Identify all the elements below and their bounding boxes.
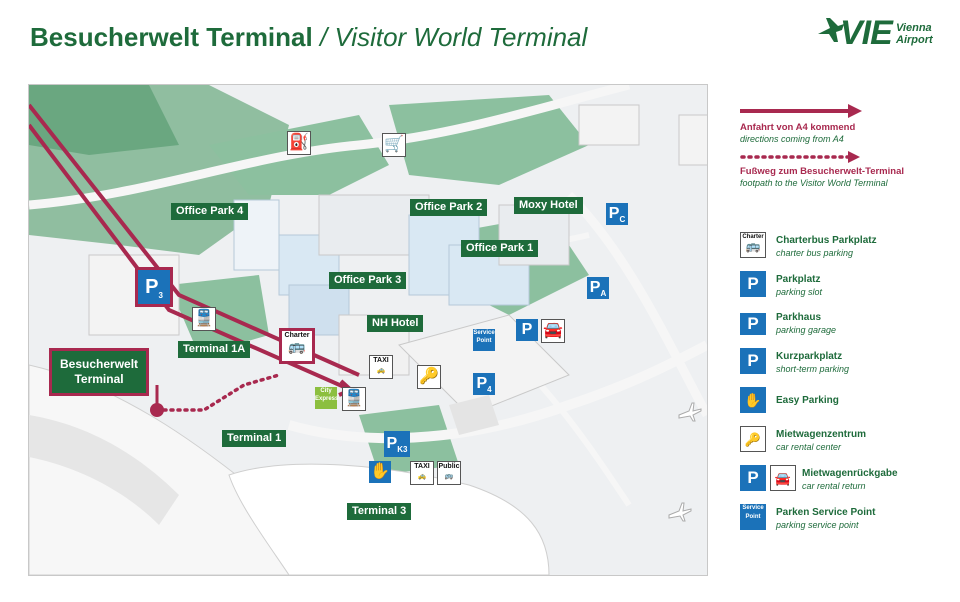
car-rental-return-icon: P [740,465,766,491]
legend-return-en: car rental return [802,481,866,491]
parking-garage-p4-icon[interactable]: P4 [473,373,495,395]
city-express-text: City Express [315,388,339,402]
charter-bus-parking-icon[interactable]: Charter🚌 [279,328,315,364]
legend-parking-de: Parkplatz [776,274,821,285]
public-bus-icon: Public🚌 [437,461,461,485]
short-term-parking-k3-icon[interactable]: PK3 [384,431,410,457]
label-terminal-1a: Terminal 1A [178,341,251,358]
pa-letter: P [589,279,601,296]
legend-rental-en: car rental center [776,442,842,452]
legend-service-en: parking service point [776,520,859,530]
label-moxy-hotel: Moxy Hotel [514,197,583,214]
logo-city: Vienna Airport [896,22,933,46]
legend-charter-de: Charterbus Parkplatz [776,235,877,246]
taxi-text: TAXI [373,357,389,364]
car-rental-center-icon: 🔑 [417,365,441,389]
easy-parking-legend-icon: ✋ [740,387,766,413]
airport-map: Office Park 4 Office Park 2 Moxy Hotel O… [28,84,708,576]
legend-charter-en: charter bus parking [776,248,854,258]
legend-return-de: Mietwagenrückgabe [802,468,898,479]
parking-pc-icon[interactable]: PC [606,203,628,225]
car-rental-return-p-icon[interactable]: P [516,319,538,341]
k3-letter: P [386,435,398,452]
legend-route-en: directions coming from A4 [740,134,844,144]
charter-text: Charter [284,332,310,339]
city-express-train-icon: 🚆 [342,387,366,411]
taxi-stand-text: TAXI [414,463,430,470]
title-separator: / [319,22,328,52]
car-rental-icon: 🔑 [740,426,766,452]
legend-charter-text: Charter [742,234,764,240]
pc-letter: P [608,205,620,222]
label-office-park-2: Office Park 2 [410,199,488,216]
parking-garage-icon: P [740,309,766,335]
car-rental-return-car-icon: 🚘 [541,319,565,343]
legend-easy-de: Easy Parking [776,395,839,406]
shopping-cart-icon: 🛒 [382,133,406,157]
k3-sub: K3 [397,445,408,455]
public-text: Public [438,463,460,470]
parking-icon: P [740,271,766,297]
route-arrow-icon [740,104,862,118]
plane-logo-icon [818,18,844,42]
p4-sub: 4 [487,385,492,395]
fuel-station-icon: ⛽ [287,131,311,155]
pc-sub: C [619,215,626,225]
legend-garage-en: parking garage [776,325,837,335]
short-term-parking-icon: P [740,348,766,374]
legend-garage-de: Parkhaus [776,312,822,323]
parking-pa-icon[interactable]: PA [587,277,609,299]
taxi-icon: TAXI🚕 [369,355,393,379]
service-point-text: Service Point [473,330,495,344]
legend-rental-de: Mietwagenzentrum [776,429,867,440]
city-express-icon: City Express [315,387,339,409]
page-title: Besucherwelt Terminal / Visitor World Te… [30,22,587,53]
taxi-stand-icon: TAXI🚕 [410,461,434,485]
vienna-airport-logo: VIE Vienna Airport [816,14,940,54]
label-visitor-world-terminal[interactable]: Besucherwelt Terminal [49,348,150,396]
parking-garage-p3-icon[interactable]: P3 [135,267,173,307]
parking-service-point-legend-icon: Service Point [740,504,766,530]
p4-letter: P [476,375,488,392]
label-office-park-1: Office Park 1 [461,240,539,257]
easy-parking-icon[interactable]: ✋ [369,461,391,483]
logo-city-line2: Airport [896,34,933,46]
legend-footpath-de: Fußweg zum Besucherwelt-Terminal [740,166,904,177]
legend-short-term-en: short-term parking [776,364,850,374]
title-english: Visitor World Terminal [334,22,588,52]
legend-parking-en: parking slot [776,287,823,297]
label-terminal-3: Terminal 3 [347,503,412,520]
logo-city-line1: Vienna [896,22,932,34]
visitor-world-line1: Besucherwelt [60,357,139,371]
pa-sub: A [600,289,607,299]
label-office-park-4: Office Park 4 [171,203,249,220]
car-rental-return-car-legend-icon: 🚘 [770,465,796,491]
rental-return-letter: P [521,321,533,338]
visitor-world-line2: Terminal [74,372,124,386]
bus-glyph: 🚌 [288,338,306,354]
legend-route-de: Anfahrt von A4 kommend [740,122,856,133]
map-background [29,85,707,575]
label-office-park-3: Office Park 3 [329,272,407,289]
label-nh-hotel: NH Hotel [367,315,424,332]
p3-sub: 3 [158,291,163,300]
legend-footpath-en: footpath to the Visitor World Terminal [740,178,888,188]
parking-service-point-icon[interactable]: Service Point [473,329,495,351]
charter-bus-icon: Charter🚌 [740,232,766,258]
train-icon: 🚆 [192,307,216,331]
p3-letter: P [145,276,159,298]
legend-short-term-de: Kurzparkplatz [776,351,843,362]
title-german: Besucherwelt Terminal [30,22,313,52]
label-terminal-1: Terminal 1 [222,430,287,447]
legend-service-de: Parken Service Point [776,507,876,518]
footpath-arrow-icon [740,151,860,163]
logo-brand: VIE [840,14,893,52]
